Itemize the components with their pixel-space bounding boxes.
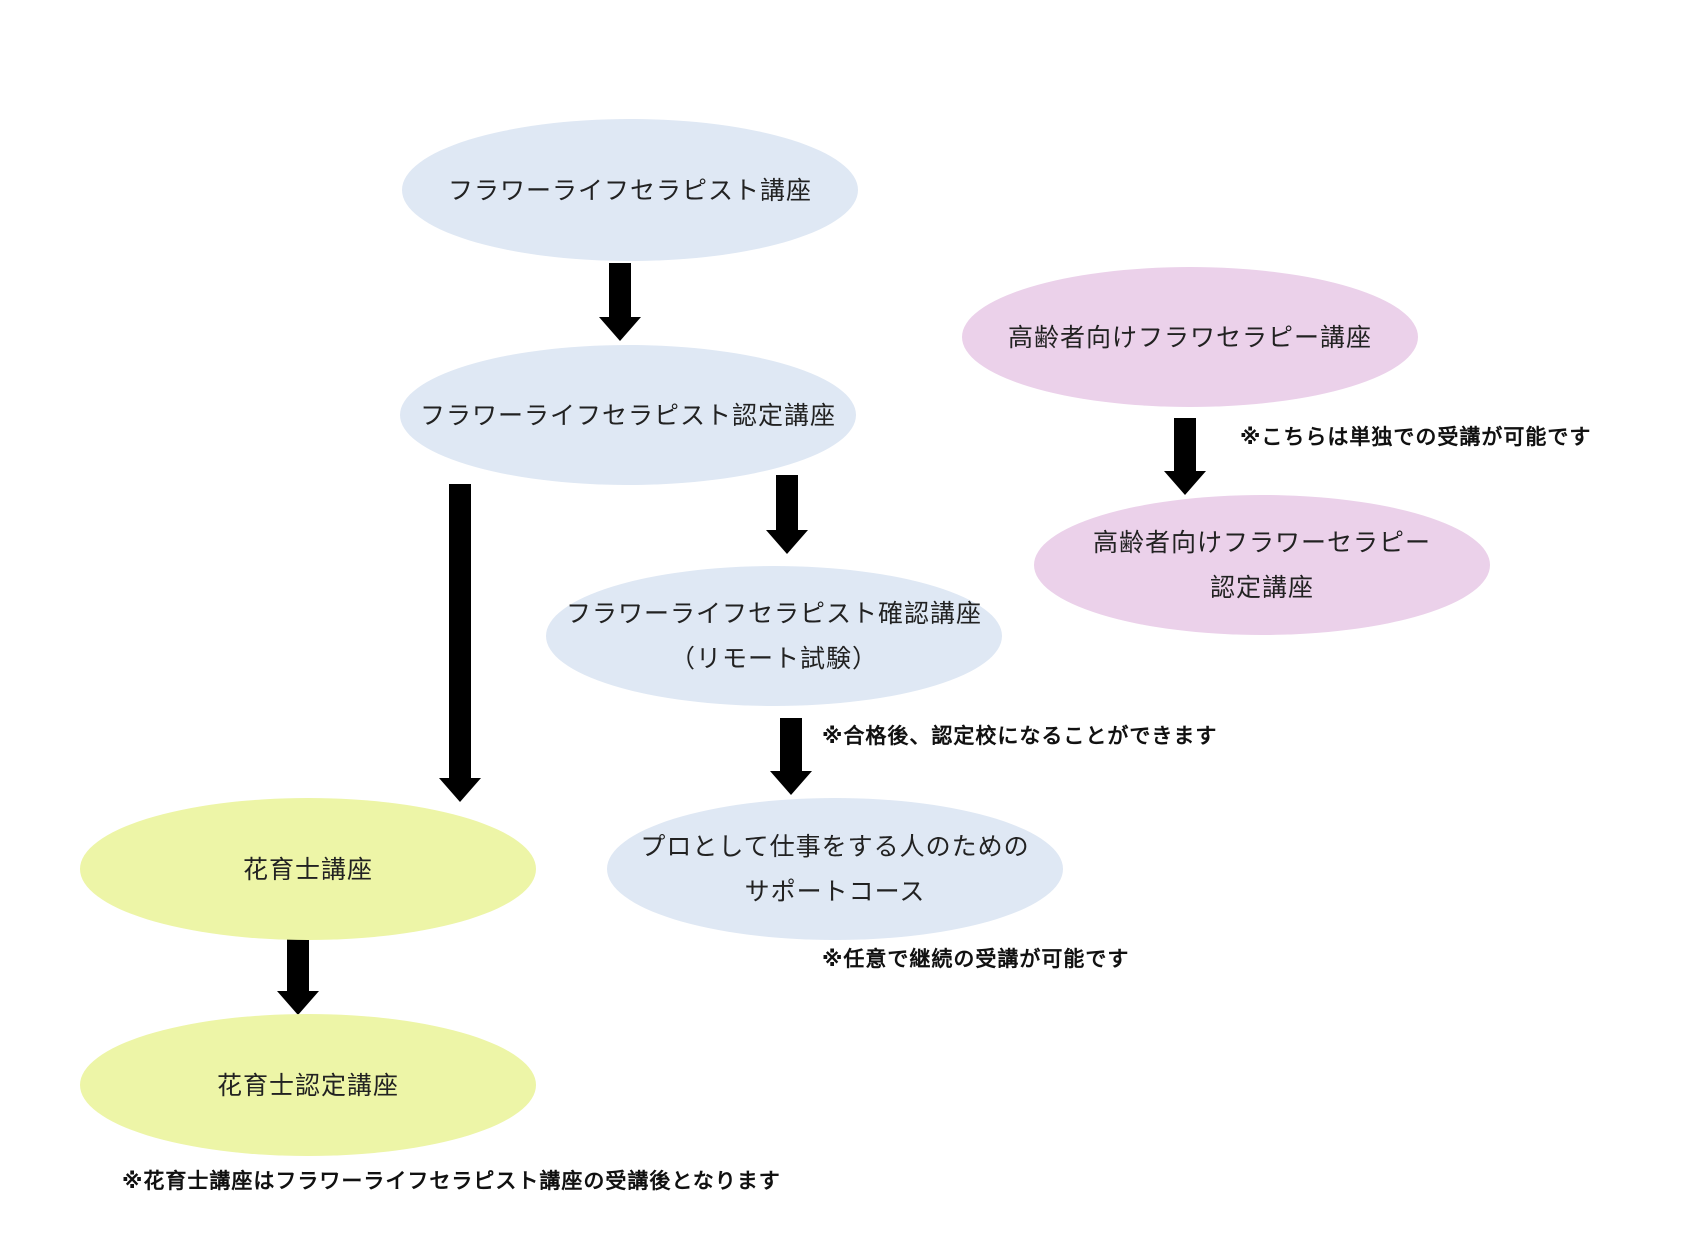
node-label: 高齢者向けフラワセラピー講座: [1007, 322, 1372, 352]
arrow-flt-certified-to-confirm: [766, 475, 808, 554]
node-elderly-flower-therapy-course: 高齢者向けフラワセラピー講座: [962, 267, 1418, 407]
note-kaikushi-prerequisite: ※花育士講座はフラワーライフセラピスト講座の受講後となります: [122, 1169, 781, 1193]
node-label-line1: プロとして仕事をする人のための: [640, 832, 1030, 861]
node-label: フラワーライフセラピスト講座: [447, 175, 812, 205]
node-flower-life-therapist-confirm-course: フラワーライフセラピスト確認講座 （リモート試験）: [546, 566, 1002, 706]
node-label-line2: （リモート試験）: [669, 644, 878, 673]
node-label: 花育士認定講座: [216, 1070, 399, 1100]
note-elderly-standalone: ※こちらは単独での受講が可能です: [1240, 425, 1592, 449]
node-label-line1: フラワーライフセラピスト確認講座: [565, 599, 982, 628]
arrow-flt-certified-to-kaikushi: [439, 484, 481, 802]
node-label-line1: 高齢者向けフラワーセラピー: [1092, 528, 1431, 557]
node-flower-life-therapist-course: フラワーライフセラピスト講座: [402, 119, 858, 261]
note-optional-continue: ※任意で継続の受講が可能です: [822, 947, 1130, 971]
arrow-flt-confirm-to-support: [770, 718, 812, 795]
node-label: フラワーライフセラピスト認定講座: [419, 400, 836, 430]
node-label-line2: 認定講座: [1209, 573, 1314, 602]
node-elderly-flower-therapy-certified-course: 高齢者向けフラワーセラピー 認定講座: [1034, 495, 1490, 635]
arrow-flt-course-to-certified: [599, 263, 641, 341]
arrow-elderly-to-certified: [1164, 418, 1206, 495]
node-label-line2: サポートコース: [744, 877, 926, 906]
node-flower-life-therapist-certified-course: フラワーライフセラピスト認定講座: [400, 345, 856, 485]
node-kaikushi-certified-course: 花育士認定講座: [80, 1014, 536, 1156]
note-after-pass: ※合格後、認定校になることができます: [822, 724, 1218, 748]
node-pro-support-course: プロとして仕事をする人のための サポートコース: [607, 798, 1063, 940]
node-kaikushi-course: 花育士講座: [80, 798, 536, 940]
arrow-kaikushi-to-certified: [277, 935, 319, 1015]
node-label: 花育士講座: [242, 854, 373, 884]
